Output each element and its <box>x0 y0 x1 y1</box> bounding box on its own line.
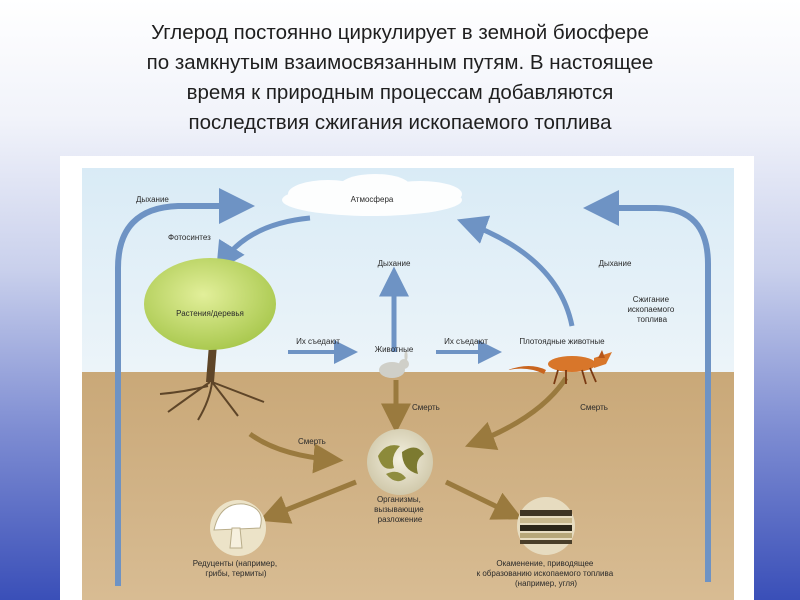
slide-title: Углерод постоянно циркулирует в земной б… <box>60 18 740 138</box>
combustion-label: Сжигание ископаемого топлива <box>627 295 676 324</box>
title-line: по замкнутым взаимосвязанным путям. В на… <box>146 51 654 74</box>
predators-label: Плотоядные животные <box>519 337 605 346</box>
atmosphere-label: Атмосфера <box>351 195 394 204</box>
rabbit-icon <box>379 351 409 378</box>
title-line: Углерод постоянно циркулирует в земной б… <box>151 21 649 44</box>
fox-icon <box>508 350 612 385</box>
outer-right-combustion-arrow <box>583 190 711 582</box>
plants-label: Растения/деревья <box>176 309 244 318</box>
decomposition-to-reducers-arrow <box>259 479 357 524</box>
reducers-label: Редуценты (например, грибы, термиты) <box>193 559 280 578</box>
death-right-label: Смерть <box>580 403 608 412</box>
diagram-canvas: Атмосфера Дыхание Фотосинтез Дыхание Дых… <box>82 168 734 600</box>
cloud-icon <box>282 174 462 216</box>
death-arrow-right <box>464 376 569 450</box>
decomposer-organisms-label: Организмы, вызывающие разложение <box>374 495 426 524</box>
respiration-center-label: Дыхание <box>378 259 411 268</box>
fossilization-label: Окаменение, приводящее к образованию иск… <box>477 559 616 588</box>
respiration-left-label: Дыхание <box>136 195 169 204</box>
death-arrow-left <box>248 431 344 474</box>
tree-icon <box>144 258 276 421</box>
decomposition-to-fossil-arrow <box>444 479 523 520</box>
decomposer-organisms-icon <box>367 429 433 495</box>
death-center-label: Смерть <box>412 403 440 412</box>
death-left-label: Смерть <box>298 437 326 446</box>
animals-label: Животные <box>375 345 414 354</box>
title-line: время к природным процессам добавляются <box>186 81 614 104</box>
fossil-layers-icon <box>517 497 575 555</box>
eaten-label-2: Их съедают <box>444 337 488 346</box>
eaten-label-1: Их съедают <box>296 337 340 346</box>
photosynthesis-label: Фотосинтез <box>168 233 211 242</box>
outer-left-respiration-arrow <box>115 188 255 586</box>
photosynthesis-arrow <box>216 215 311 273</box>
carbon-cycle-diagram: Атмосфера Дыхание Фотосинтез Дыхание Дых… <box>60 156 754 600</box>
respiration-right-label: Дыхание <box>599 259 632 268</box>
title-line: последствия сжигания ископаемого топлива <box>188 111 612 134</box>
mushroom-icon <box>210 500 266 556</box>
right-respiration-arrow <box>456 215 575 327</box>
